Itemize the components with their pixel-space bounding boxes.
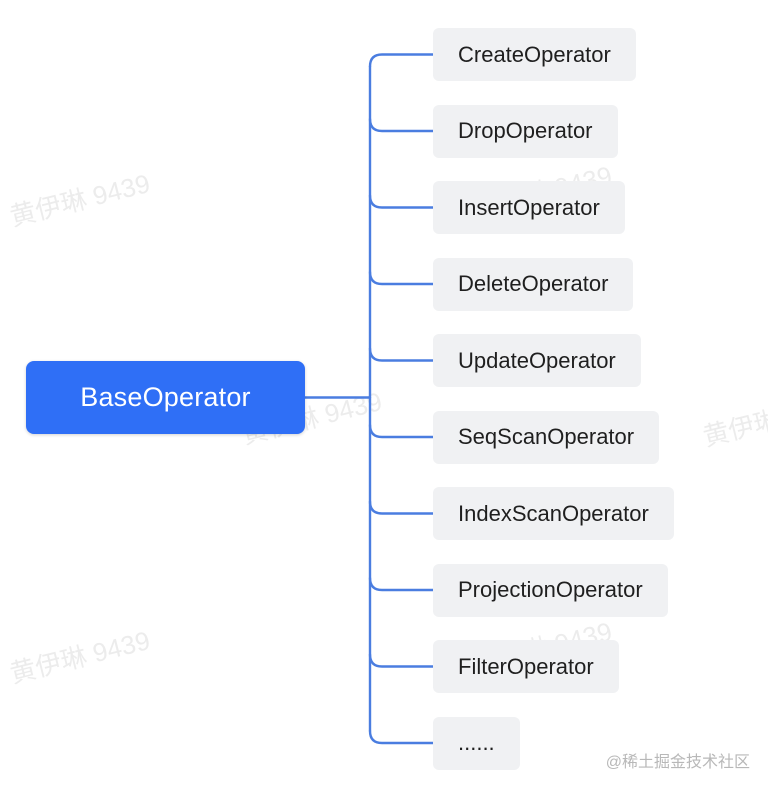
- branch-line: [368, 270, 435, 286]
- branch-line: [368, 194, 435, 209]
- child-node-indexscanoperator: IndexScanOperator: [433, 487, 674, 540]
- branch-line: [368, 576, 435, 592]
- footer-credit: @稀土掘金技术社区: [605, 754, 750, 771]
- child-node-updateoperator: UpdateOperator: [433, 334, 641, 387]
- root-node-baseoperator: BaseOperator: [26, 361, 305, 434]
- branch-line: [368, 653, 435, 668]
- branch-line: [368, 117, 435, 133]
- child-node-insertoperator: InsertOperator: [433, 181, 625, 234]
- branch-line: [368, 500, 435, 515]
- child-node-projectionoperator: ProjectionOperator: [433, 563, 668, 617]
- child-node-createoperator: CreateOperator: [433, 28, 636, 81]
- branch-line: [368, 53, 435, 68]
- child-node-deleteoperator: DeleteOperator: [433, 257, 634, 311]
- branch-line: [368, 729, 435, 745]
- branch-line: [368, 423, 435, 439]
- child-node-ellipsis: ......: [433, 716, 520, 770]
- child-node-filteroperator: FilterOperator: [433, 640, 619, 693]
- child-node-dropoperator: DropOperator: [433, 104, 618, 158]
- child-node-seqscanoperator: SeqScanOperator: [433, 410, 660, 464]
- branch-line: [368, 347, 435, 362]
